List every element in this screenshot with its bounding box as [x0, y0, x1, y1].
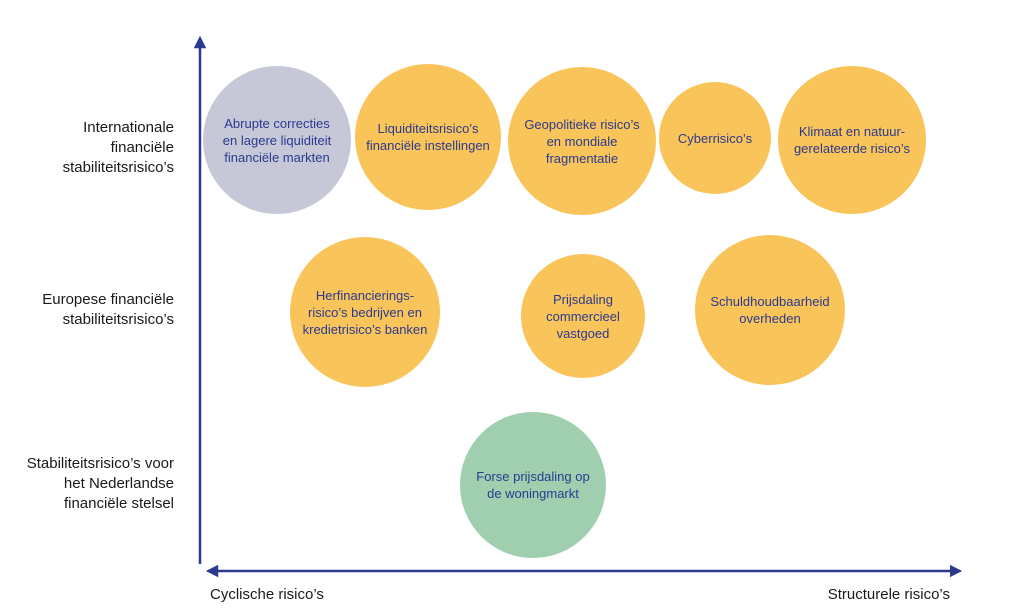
x-axis-left-label: Cyclische risico’s [210, 586, 324, 603]
bubble-text-line: en mondiale [546, 133, 618, 149]
bubble-text-line: financiële markten [224, 149, 330, 165]
row-label-european: Europese financiële stabiliteitsrisico’s [0, 290, 174, 330]
row-label-line: Europese financiële [42, 291, 174, 308]
bubble-text: Klimaat en natuur-gerelateerde risico’s [794, 123, 910, 157]
row-label-line: Internationale [83, 119, 174, 136]
bubble-klimaat: Klimaat en natuur-gerelateerde risico’s [778, 66, 926, 214]
row-label-line: Stabiliteitsrisico’s voor [26, 455, 174, 472]
bubble-text-line: en lagere liquiditeit [222, 132, 332, 148]
row-label-line: financiële stelsel [63, 495, 174, 512]
bubble-text-line: gerelateerde risico’s [793, 141, 911, 156]
bubble-text-line: risico’s bedrijven en [308, 304, 422, 320]
bubble-text-line: Liquiditeitsrisico’s [377, 121, 479, 136]
bubble-text-line: de woningmarkt [487, 486, 579, 501]
bubble-text: Cyberrisico’s [678, 130, 752, 147]
row-label-dutch: Stabiliteitsrisico’s voor het Nederlands… [0, 454, 174, 514]
row-label-line: financiële [110, 139, 174, 156]
bubble-text-line: Schuldhoudbaarheid [710, 294, 830, 309]
bubble-text: Liquiditeitsrisico’s financiële instellin… [366, 120, 490, 154]
row-label-line: stabiliteitsrisico’s [62, 311, 174, 328]
bubble-text: Forse prijsdaling op de woningmarkt [476, 468, 589, 502]
bubble-text-line: Herfinancierings- [315, 287, 415, 303]
bubble-text-line: Abrupte correcties [224, 115, 330, 131]
bubble-text-line: Prijsdaling [553, 291, 613, 307]
bubble-text-line: Klimaat en natuur- [798, 124, 906, 139]
bubble-schuldhoudbaarheid: Schuldhoudbaarheid overheden [695, 235, 845, 385]
x-axis-right-label: Structurele risico’s [827, 586, 950, 603]
row-label-line: het Nederlandse [63, 475, 174, 492]
bubble-text-line: commercieel [546, 308, 620, 324]
bubble-text-line: vastgoed [556, 325, 610, 341]
bubble-text-line: fragmentatie [545, 150, 619, 166]
row-label-line: stabiliteitsrisico’s [62, 159, 174, 176]
bubble-woningmarkt: Forse prijsdaling op de woningmarkt [460, 412, 606, 558]
bubble-text-line: financiële instellingen [366, 138, 490, 153]
bubble-text-line: Forse prijsdaling op [476, 469, 590, 484]
bubble-text-line: overheden [739, 311, 801, 326]
bubble-text-line: Geopolitieke risico’s [524, 116, 640, 132]
bubble-liquiditeitsrisicos: Liquiditeitsrisico’s financiële instellin… [355, 64, 501, 210]
bubble-text: Schuldhoudbaarheid overheden [710, 293, 829, 327]
bubble-text-line: kredietrisico’s banken [302, 321, 428, 337]
row-label-international: Internationale financiële stabiliteitsri… [0, 118, 174, 178]
bubble-text-line: Cyberrisico’s [677, 130, 753, 146]
bubble-cyberrisicos: Cyberrisico’s [659, 82, 771, 194]
